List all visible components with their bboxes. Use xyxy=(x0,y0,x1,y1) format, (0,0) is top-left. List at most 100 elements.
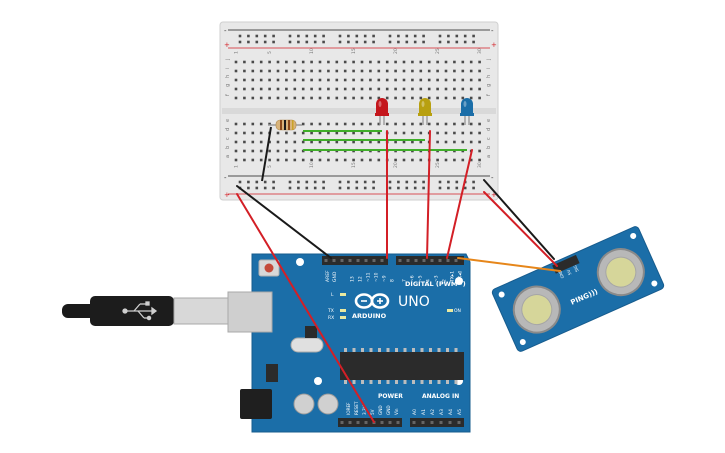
breadboard-hole xyxy=(478,131,481,135)
orange-wire-sensor-sig xyxy=(457,257,561,272)
digital-header-right xyxy=(396,256,464,265)
breadboard-hole xyxy=(259,96,263,100)
breadboard-hole xyxy=(394,60,397,64)
rail-hole xyxy=(288,186,292,190)
digital-pin-label: RX◂0 xyxy=(458,271,464,282)
rail-hole xyxy=(322,40,325,44)
rail-hole xyxy=(455,40,459,44)
breadboard-hole xyxy=(377,96,381,100)
breadboard-hole xyxy=(360,69,364,73)
breadboard-hole xyxy=(419,78,423,82)
rail-hole xyxy=(397,34,400,38)
breadboard-hole xyxy=(285,158,288,162)
analog-pin-label: A5 xyxy=(457,409,463,415)
breadboard-hole xyxy=(402,87,406,91)
l-label: L xyxy=(331,292,334,298)
red-wire-5v xyxy=(236,193,375,423)
center-channel xyxy=(222,108,496,114)
column-number: 15 xyxy=(351,162,357,168)
breadboard-hole xyxy=(318,158,322,162)
analog-pin-label: A3 xyxy=(439,409,445,415)
digital-pin-label: TX▸1 xyxy=(450,271,456,283)
breadboard-hole xyxy=(377,69,381,73)
breadboard-hole xyxy=(301,158,305,162)
breadboard-hole xyxy=(285,60,288,64)
breadboard-hole xyxy=(394,87,397,91)
breadboard-hole xyxy=(402,140,406,144)
breadboard-hole xyxy=(259,122,263,126)
voltage-regulator xyxy=(266,364,278,382)
breadboard-hole xyxy=(377,131,381,135)
breadboard-hole xyxy=(369,140,372,144)
usb-cable-tail xyxy=(62,304,98,318)
led-blue xyxy=(460,98,474,125)
breadboard-hole xyxy=(327,87,330,91)
breadboard-hole xyxy=(436,158,439,162)
breadboard-hole xyxy=(352,78,355,82)
breadboard-hole xyxy=(444,69,448,73)
breadboard-hole xyxy=(310,158,313,162)
column-number: 10 xyxy=(309,162,315,168)
breadboard-hole xyxy=(411,78,414,82)
rail-hole xyxy=(238,180,242,184)
reset-button-cap[interactable] xyxy=(264,263,274,273)
header-socket xyxy=(430,421,434,424)
breadboard-hole xyxy=(461,87,465,91)
red-wire-led-blue xyxy=(446,149,473,259)
breadboard-hole xyxy=(444,158,448,162)
row-letter: c xyxy=(225,137,231,140)
breadboard-hole xyxy=(436,78,439,82)
breadboard-hole xyxy=(402,60,406,64)
breadboard-hole xyxy=(293,69,297,73)
breadboard-hole xyxy=(310,87,313,91)
sensor-mount-hole xyxy=(498,291,505,298)
column-number: 25 xyxy=(435,48,441,54)
breadboard-hole xyxy=(268,78,271,82)
rail-hole xyxy=(447,34,450,38)
row-letter: h xyxy=(486,75,492,78)
breadboard-hole xyxy=(327,60,330,64)
breadboard-hole xyxy=(385,122,389,126)
breadboard-hole xyxy=(310,60,313,64)
rail-hole xyxy=(263,34,267,38)
rail-hole xyxy=(305,180,309,184)
breadboard-hole xyxy=(234,78,238,82)
rail-hole xyxy=(288,34,292,38)
breadboard-hole xyxy=(243,96,246,100)
breadboard-hole xyxy=(259,87,263,91)
rail-hole xyxy=(313,40,317,44)
breadboard-hole xyxy=(268,149,271,153)
breadboard-hole xyxy=(394,140,397,144)
top-minus-label: - xyxy=(224,27,227,35)
power-pin-label: RESET xyxy=(354,401,359,415)
column-number: 30 xyxy=(477,162,483,168)
column-number: 15 xyxy=(351,48,357,54)
top-plus-label: + xyxy=(224,41,230,49)
sensor-pin-header xyxy=(552,254,580,274)
breadboard-hole xyxy=(369,96,372,100)
breadboard-hole xyxy=(343,87,347,91)
digital-header-sockets xyxy=(324,259,458,262)
breadboard-hole xyxy=(453,87,456,91)
digital-pin-label: 4 xyxy=(426,279,432,282)
mounting-hole xyxy=(296,258,304,266)
breadboard-hole xyxy=(293,149,297,153)
rail-hole xyxy=(338,34,342,38)
rail-hole xyxy=(338,186,342,190)
digital-pin-label: ~9 xyxy=(382,275,388,282)
black-wire-gnd xyxy=(236,185,332,259)
breadboard-hole xyxy=(377,87,381,91)
row-letter: g xyxy=(225,84,231,87)
breadboard-hole xyxy=(234,96,238,100)
breadboard-hole xyxy=(377,122,381,126)
breadboard-hole xyxy=(335,140,339,144)
digital-pin-label: 13 xyxy=(350,276,356,282)
black-wire-resistor-gnd xyxy=(261,126,272,182)
breadboard-hole xyxy=(444,78,448,82)
analog-pin-label: A2 xyxy=(430,409,436,415)
breadboard-hole xyxy=(461,60,465,64)
column-number: 10 xyxy=(309,48,315,54)
breadboard-hole xyxy=(411,87,414,91)
breadboard-hole xyxy=(293,96,297,100)
